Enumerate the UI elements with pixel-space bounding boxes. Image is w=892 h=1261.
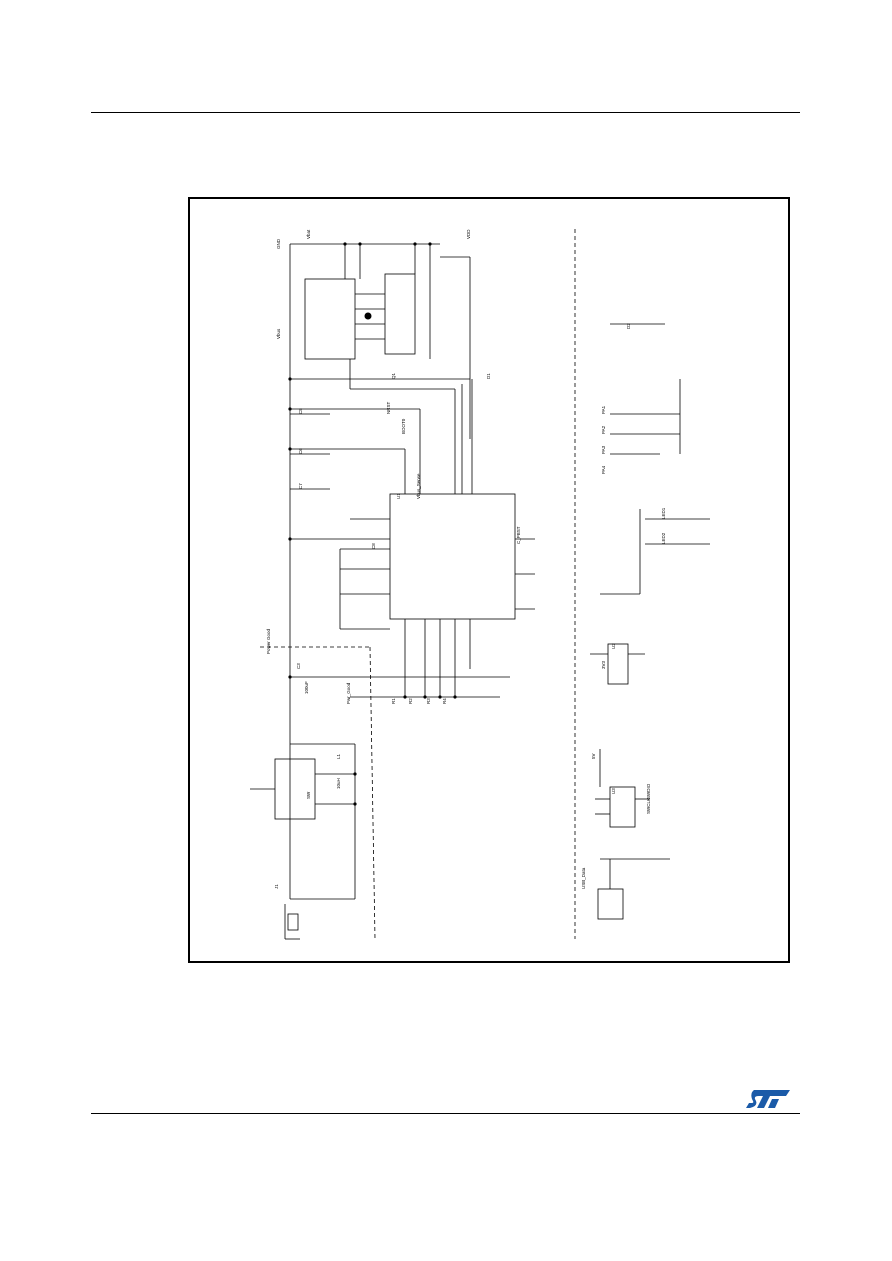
top-rule <box>91 112 800 113</box>
schematic-label: D2 <box>626 323 631 329</box>
schematic-label: C8 <box>371 543 376 549</box>
schematic-label: NRST <box>386 401 391 414</box>
schematic-label: Vbat <box>306 229 311 239</box>
schematic-label: R2 <box>408 698 413 704</box>
schematic-label: Pwr_Good <box>346 682 351 704</box>
schematic-label: L1 <box>336 753 341 759</box>
st-logo <box>746 1090 790 1108</box>
schematic-label: Vbus_Sense <box>416 473 421 499</box>
schematic-label: R1 <box>391 698 396 704</box>
schematic-label: LED2 <box>661 532 666 544</box>
schematic-label: C7 <box>298 483 303 489</box>
schematic-label: U3 <box>611 788 616 794</box>
schematic-label: LED1 <box>661 507 666 519</box>
schematic-label: GND <box>276 238 281 249</box>
schematic-label: C5 <box>298 408 303 414</box>
schematic-label: Q1 <box>391 372 396 379</box>
schematic-label: BOOT0 <box>401 418 406 434</box>
schematic-label: U2 <box>611 643 616 649</box>
schematic-label: SW <box>306 791 311 799</box>
schematic-label: PA4 <box>601 465 606 474</box>
schematic-label: SWDIO <box>646 783 651 799</box>
schematic-label: Power Good <box>266 628 271 654</box>
schematic-label: 3V3 <box>601 660 606 669</box>
schematic-label: PA3 <box>601 445 606 454</box>
schematic-label: USB_Data <box>581 867 586 889</box>
schematic-label: Vbus <box>276 328 281 339</box>
schematic-label: R4 <box>442 698 447 704</box>
schematic-label: U1 <box>396 493 401 499</box>
bottom-rule <box>91 1113 800 1114</box>
schematic-label: C6 <box>298 448 303 454</box>
schematic-label: C3 <box>296 663 301 669</box>
schematic-label: 5V <box>591 753 596 759</box>
schematic-label: C_PBST <box>516 526 521 544</box>
schematic-label: 100uF <box>304 681 309 694</box>
schematic-label: 10uH <box>336 778 341 789</box>
schematic-label: PA1 <box>601 405 606 414</box>
schematic-label: PA2 <box>601 425 606 434</box>
schematic-label: R3 <box>426 698 431 704</box>
schematic-label: J1 <box>274 884 279 889</box>
schematic-label: D1 <box>486 373 491 379</box>
schematic-label: SWCLK <box>646 798 651 814</box>
schematic-label: VDD <box>466 229 471 239</box>
